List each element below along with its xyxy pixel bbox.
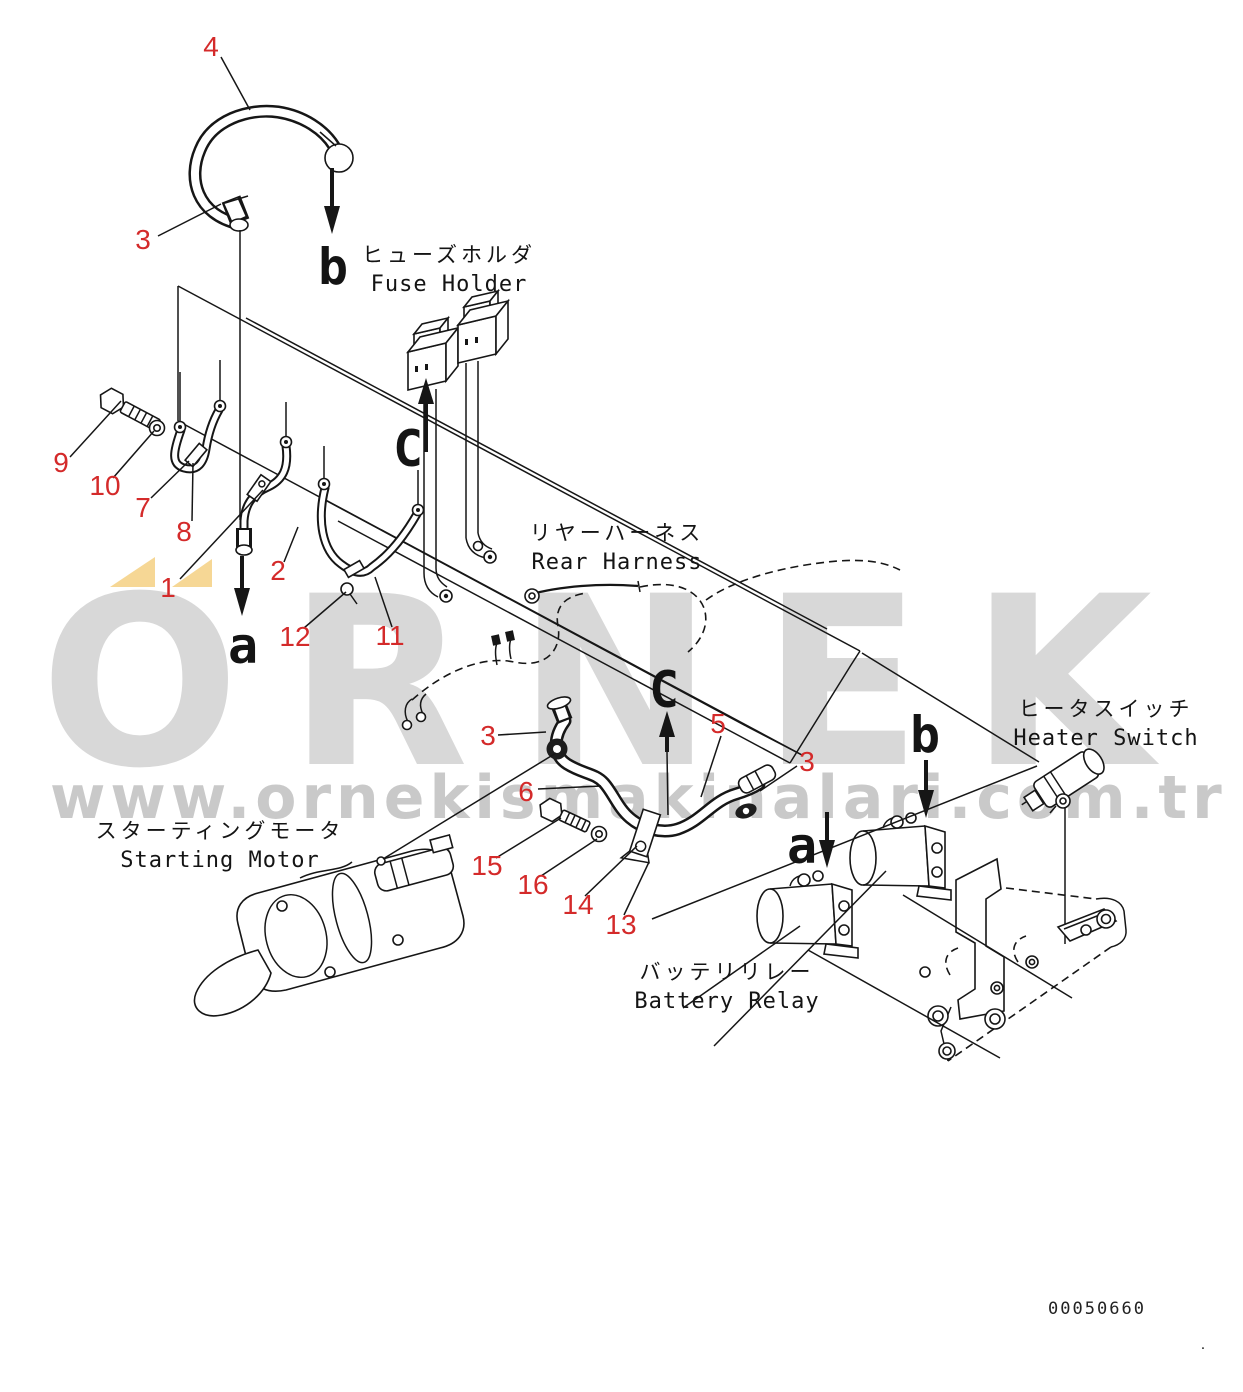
part-label-3: 3 (480, 720, 496, 751)
view-arrow-b-top (324, 168, 340, 234)
component-label-fuse-holder: ヒューズホルダ Fuse Holder (362, 239, 536, 297)
view-letter-a: a (786, 817, 818, 875)
part-label-12: 12 (279, 621, 311, 652)
component-label-jp: ヒータスイッチ (1018, 697, 1194, 721)
cable-5-6-drawing (539, 696, 777, 864)
part-label-6: 6 (518, 776, 534, 807)
component-label-en: Battery Relay (634, 989, 820, 1014)
cable-7-8-drawing (170, 360, 227, 474)
heater-switch-drawing (1021, 748, 1105, 944)
view-letter-b: b (317, 238, 349, 296)
component-label-en: Heater Switch (1013, 726, 1199, 751)
part-label-7: 7 (135, 492, 151, 523)
cable-1-2-drawing (235, 402, 293, 556)
washer-16-drawing (590, 825, 608, 843)
component-label-en: Starting Motor (120, 848, 320, 873)
component-label-jp: バッテリリレー (639, 960, 815, 984)
part-label-3: 3 (799, 746, 815, 777)
view-letter-b: b (909, 706, 941, 764)
component-label-starting-motor: スターティングモータ Starting Motor (96, 815, 345, 873)
document-number: 00050660 (1048, 1299, 1146, 1319)
component-label-jp: リヤーハーネス (529, 521, 705, 545)
view-arrow-b-right (918, 760, 934, 818)
view-arrow-a-right (819, 812, 835, 868)
cable-11-12-drawing (316, 446, 425, 605)
view-letter-C: C (648, 661, 680, 719)
part-label-1: 1 (160, 572, 176, 603)
part-label-15: 15 (471, 850, 503, 881)
view-letter-C: C (392, 420, 424, 478)
part-label-13: 13 (605, 909, 637, 940)
watermark-logo-text: ORNEK (40, 547, 1201, 820)
part-label-14: 14 (562, 889, 594, 920)
component-label-en: Rear Harness (531, 550, 703, 575)
part-label-9: 9 (53, 447, 69, 478)
cable-4-drawing (188, 104, 354, 232)
part-label-8: 8 (176, 516, 192, 547)
component-label-heater-switch: ヒータスイッチ Heater Switch (1013, 693, 1198, 751)
component-label-jp: ヒューズホルダ (362, 243, 536, 267)
part-label-2: 2 (270, 555, 286, 586)
stray-dot: . (1200, 1336, 1206, 1353)
view-letter-a: a (227, 617, 259, 675)
view-arrow-a-left (234, 230, 250, 616)
part-label-10: 10 (89, 470, 121, 501)
part-label-5: 5 (710, 708, 726, 739)
watermark-accent-triangles (110, 557, 212, 587)
rear-harness-drawing (401, 559, 901, 731)
component-label-jp: スターティングモータ (95, 819, 345, 843)
component-label-en: Fuse Holder (370, 272, 528, 297)
component-label-rear-harness: リヤーハーネス Rear Harness (530, 517, 705, 575)
bolt-15-drawing (539, 797, 591, 833)
view-arrow-c-top (418, 378, 434, 452)
part-label-3: 3 (135, 224, 151, 255)
part-label-11: 11 (375, 620, 405, 651)
fuse-holder-drawing (405, 288, 511, 603)
part-label-4: 4 (203, 31, 219, 62)
leader-lines (69, 56, 1073, 1059)
mounting-plate-drawing (919, 857, 1127, 1062)
starting-motor-drawing (193, 833, 465, 1017)
part-label-16: 16 (517, 869, 549, 900)
clamp-13-14-drawing (619, 808, 662, 864)
component-label-battery-relay: バッテリリレー Battery Relay (634, 956, 819, 1014)
view-arrow-c-middle (659, 711, 675, 816)
